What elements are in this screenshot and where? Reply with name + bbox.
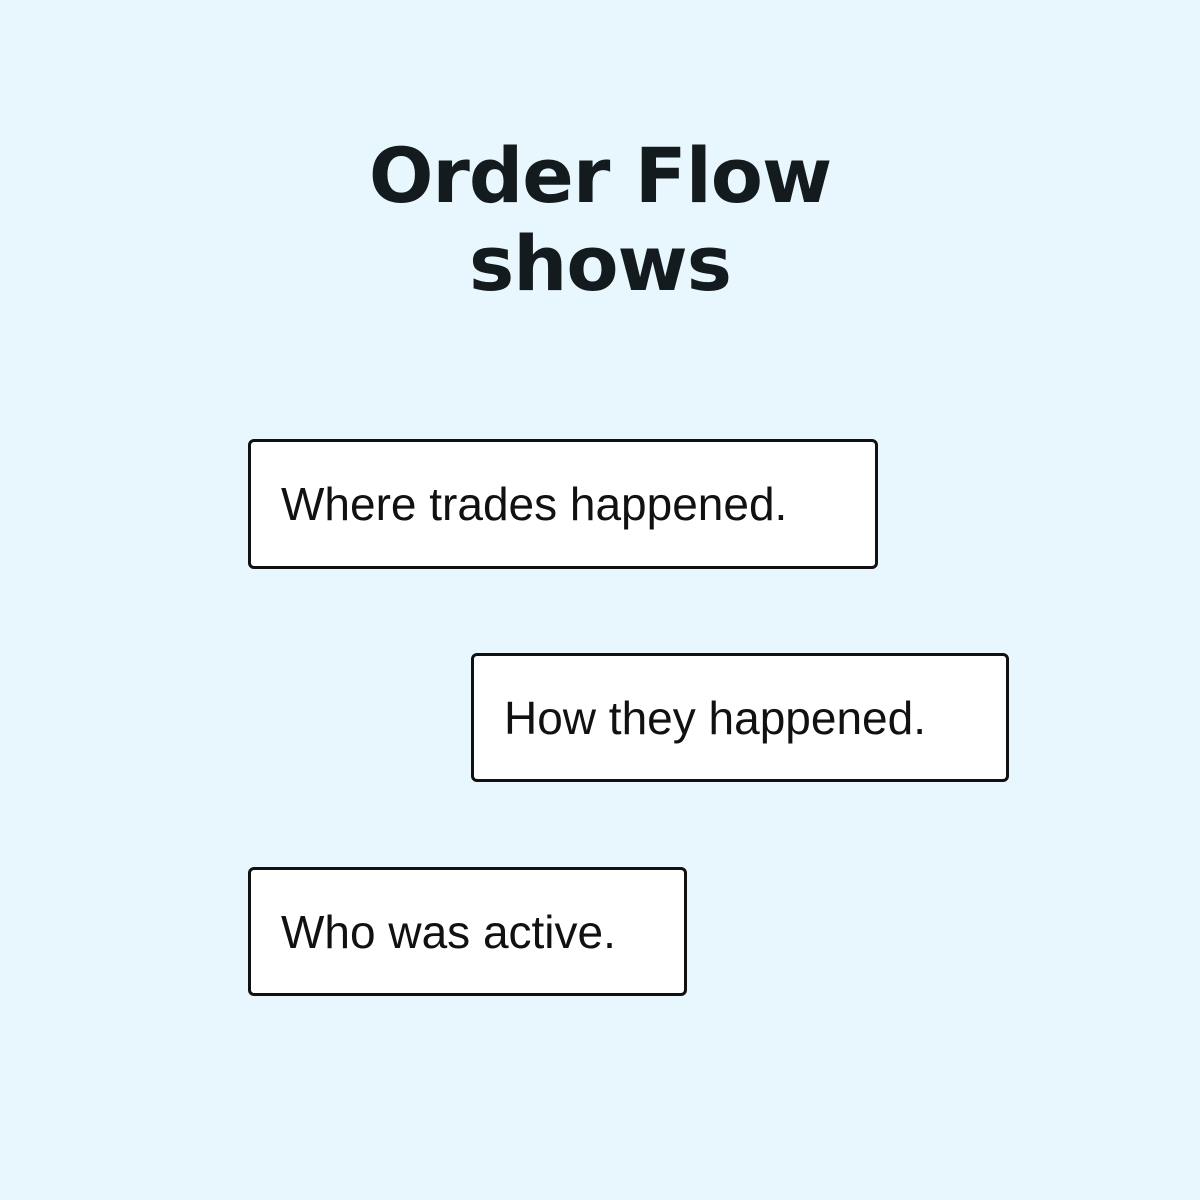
item-label: Where trades happened. [281,478,788,530]
item-box-who: Who was active. [248,867,687,996]
title-line-1: Order Flow [368,131,832,220]
item-label: Who was active. [281,905,616,958]
item-label: How they happened. [504,691,926,744]
title-line-2: shows [468,219,732,308]
item-box-how: How they happened. [471,653,1009,782]
page-title: Order Flow shows [0,132,1200,308]
item-box-where: Where trades happened. [248,439,878,569]
